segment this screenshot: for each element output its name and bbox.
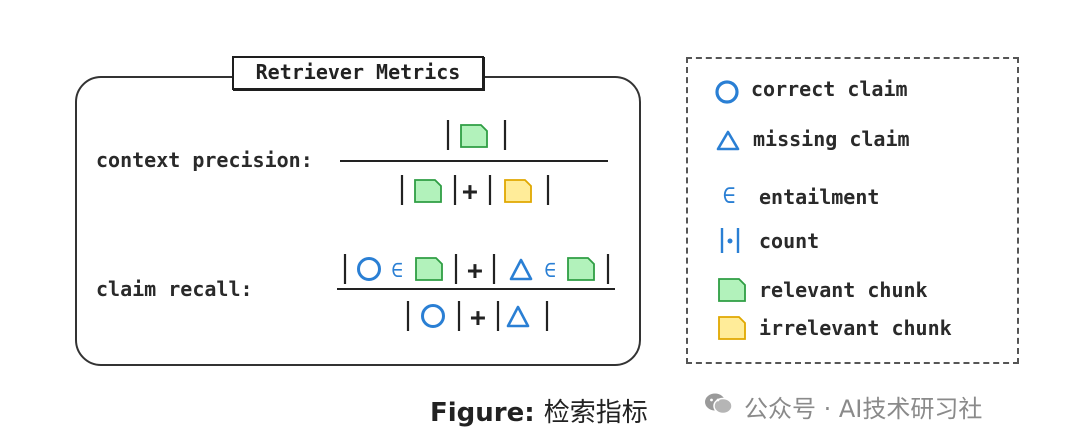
context-precision-denominator: + [400,175,550,207]
relevant-chunk-icon [414,179,442,203]
panel-title: Retriever Metrics [232,56,484,90]
claim-recall-denominator: + [406,301,549,333]
legend-label-irrelevant-chunk: irrelevant chunk [759,316,952,340]
correct-claim-icon [421,304,445,328]
svg-text:+: + [467,256,483,286]
irrelevant-chunk-icon [504,179,532,203]
legend-label-relevant-chunk: relevant chunk [759,278,928,302]
wechat-icon [705,393,733,415]
circle-icon [715,80,739,104]
relevant-chunk-icon [415,257,443,281]
legend-label-correct-claim: correct claim [751,77,908,101]
count-bars-icon [720,228,740,253]
context-precision-label: context precision: [96,148,313,172]
watermark: 公众号 · AI技术研习社 [705,389,983,424]
svg-text:+: + [462,177,478,207]
triangle-icon [716,130,740,151]
caption-text: 检索指标 [543,398,648,428]
caption-prefix: Figure: [430,398,535,428]
element-of-icon: ∈ [722,184,735,209]
watermark-text: 公众号 · AI技术研习社 [744,395,983,423]
relevant-chunk-icon [460,124,488,148]
claim-recall-numerator: ∈ + ∈ [343,254,610,286]
relevant-chunk-icon [567,257,595,281]
legend-label-count: count [759,229,820,253]
legend-label-missing-claim: missing claim [753,127,910,151]
entailment-icon: ∈ [544,258,556,282]
figure-caption: Figure: 检索指标 [430,392,648,429]
entailment-icon: ∈ [391,258,403,282]
correct-claim-icon [357,257,381,281]
context-precision-numerator [446,120,507,150]
svg-text:+: + [470,303,486,333]
missing-claim-icon [506,305,530,328]
claim-recall-label: claim recall: [96,277,253,301]
legend-panel [686,57,1019,364]
missing-claim-icon [509,258,533,281]
legend-label-entailment: entailment [759,185,880,209]
